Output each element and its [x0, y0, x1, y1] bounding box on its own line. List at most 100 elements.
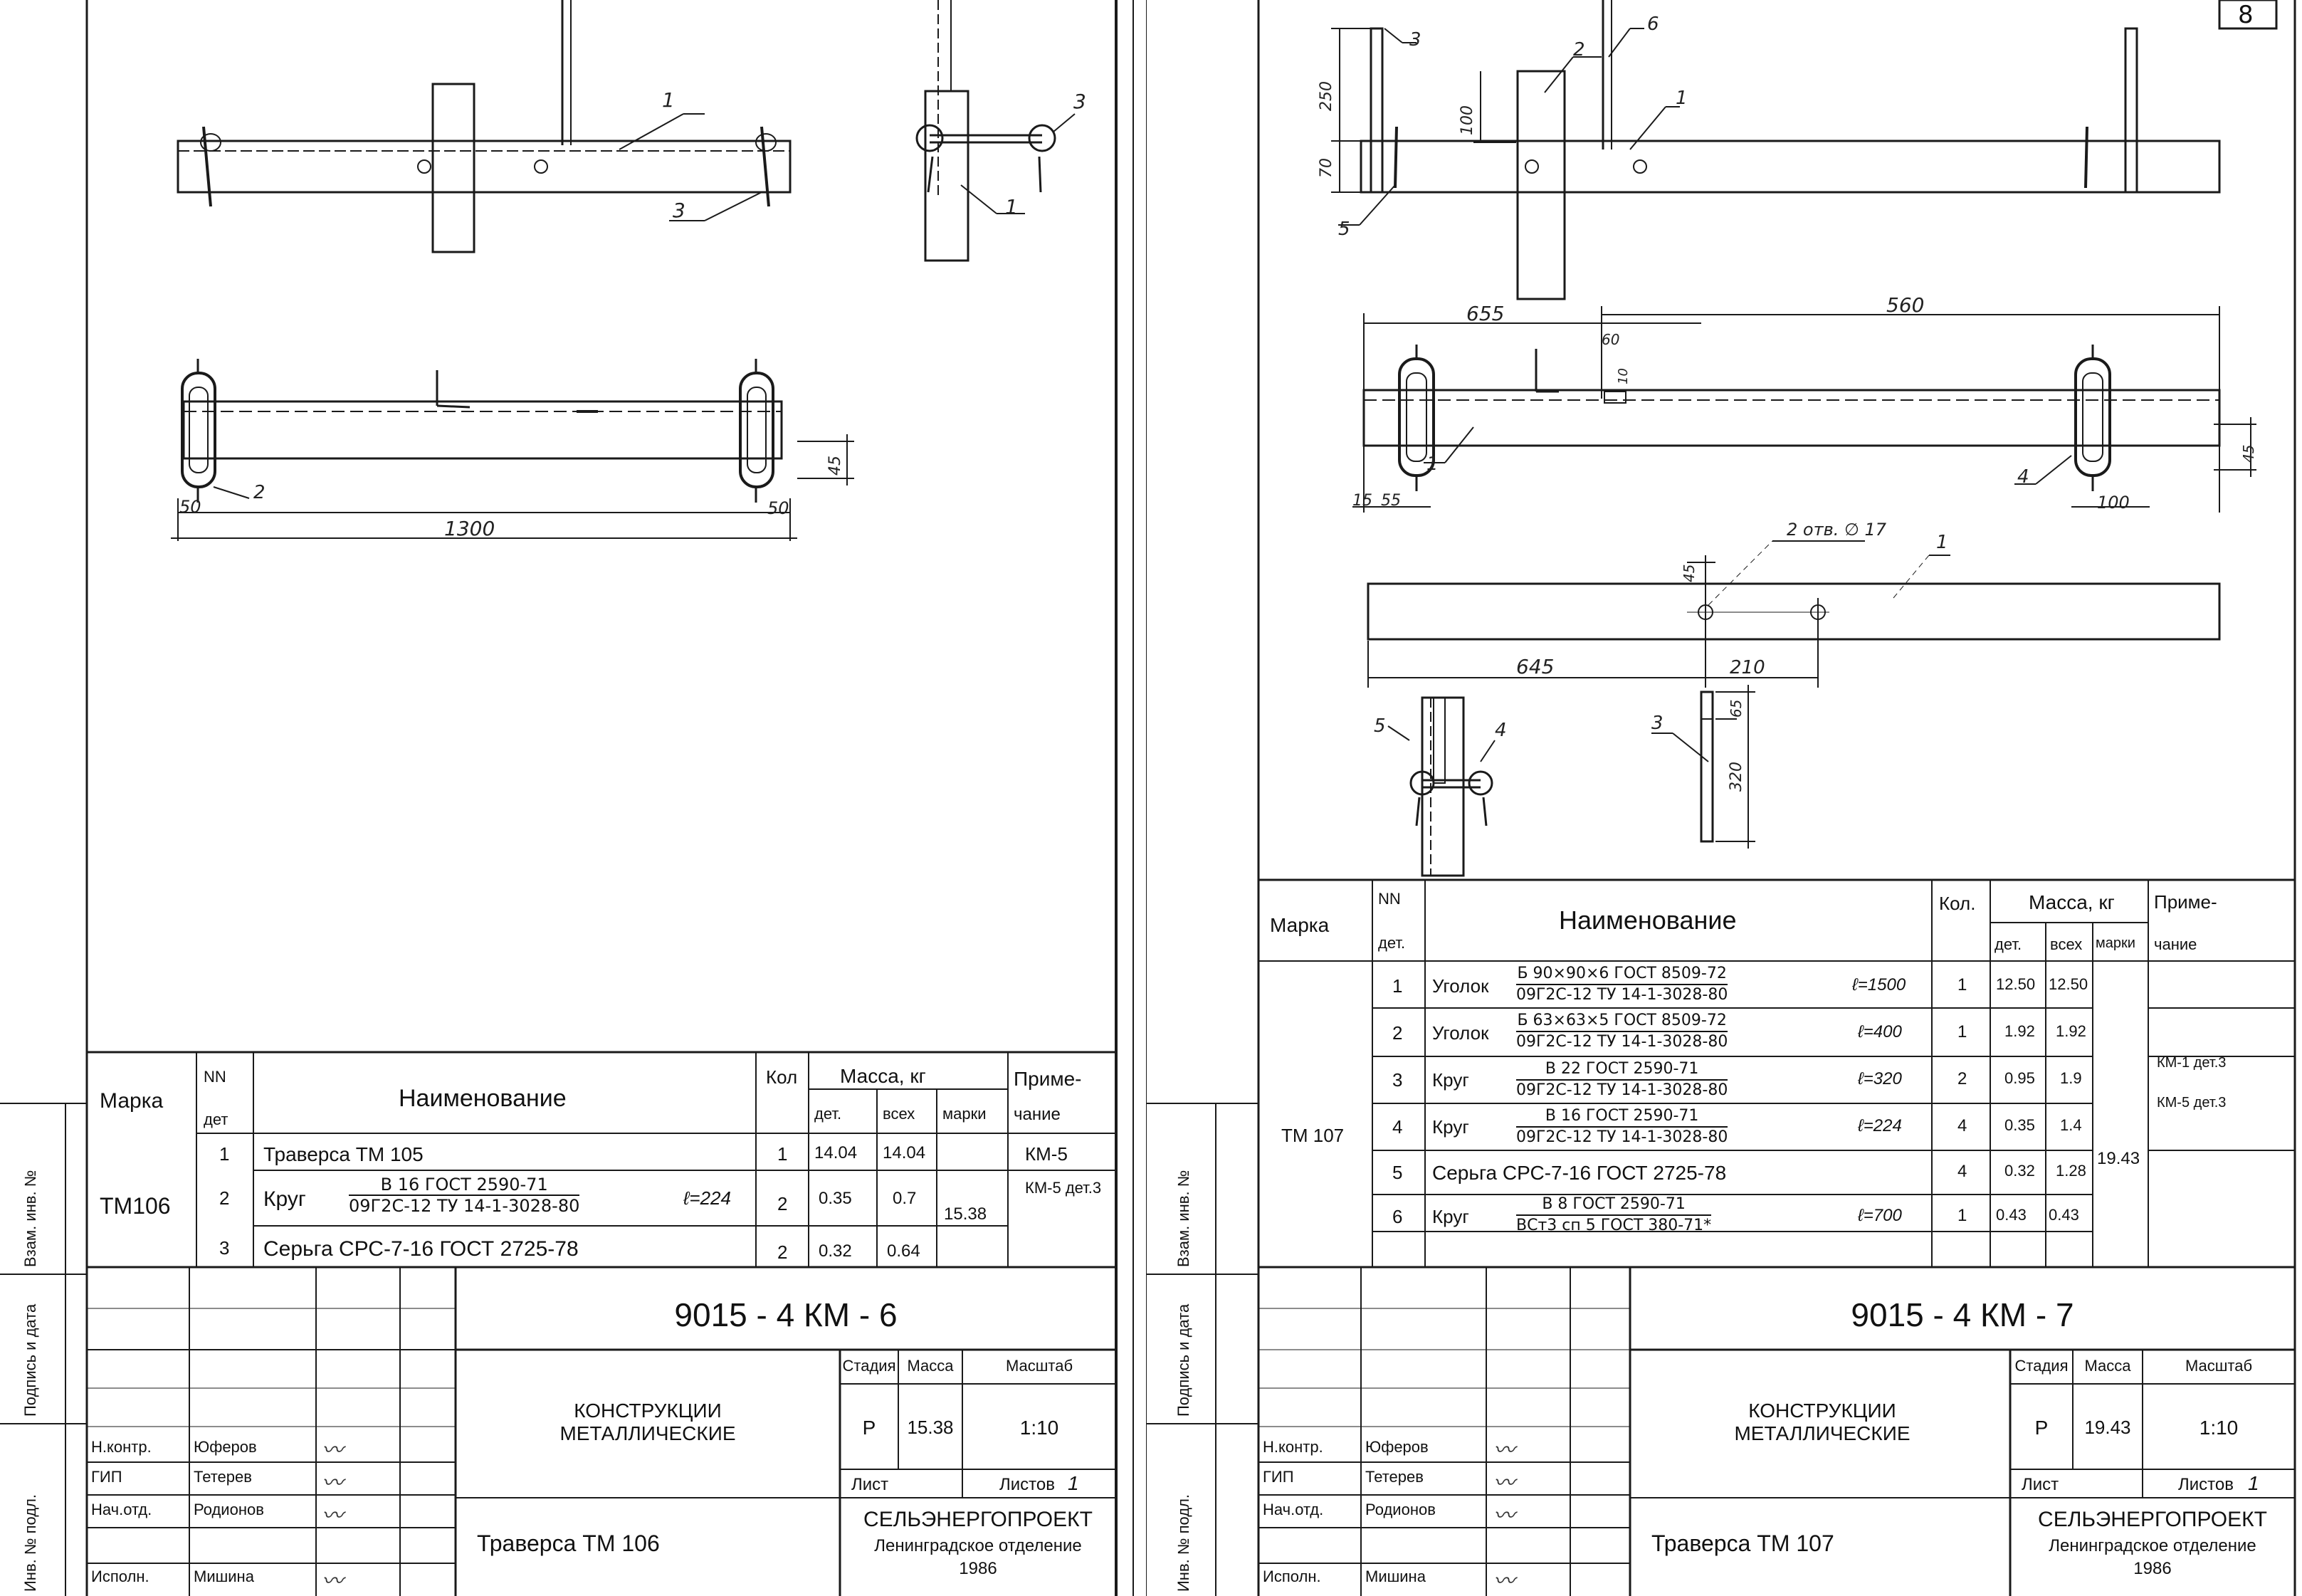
traverse-top-view	[177, 0, 792, 253]
r-mass-label: Масса	[2084, 1357, 2131, 1375]
signature-ispoln: 〰	[322, 1569, 343, 1594]
r-callout-2: 2	[1573, 39, 1585, 61]
r-row2-mass-det: 1.92	[2004, 1022, 2035, 1040]
spec-table-km7-grid	[1258, 878, 2295, 1269]
callout-2: 2	[253, 482, 266, 503]
row2-qty: 2	[777, 1193, 788, 1214]
r-role-ispoln: Исполн.	[1263, 1568, 1321, 1585]
callout-3a: 3	[673, 199, 685, 222]
r-dim-250: 250	[1318, 81, 1335, 111]
traverse-side-view	[915, 0, 1076, 262]
r-row1-frac-top: Б 90×90×6 ГОСТ 8509-72	[1516, 964, 1728, 985]
role-gip: ГИП	[91, 1468, 122, 1486]
org-name: СЕЛЬЭНЕРГОПРОЕКТ	[863, 1508, 1093, 1531]
spec-mark: ТМ106	[100, 1193, 171, 1219]
r-mass-value: 19.43	[2084, 1417, 2131, 1438]
r-row3-note: КМ-1 дет.3	[2157, 1055, 2227, 1071]
row1-qty: 1	[777, 1143, 788, 1165]
r-callout-6: 6	[1647, 14, 1659, 35]
dim-1300: 1300	[444, 517, 495, 540]
r-callout-1a: 1	[1676, 88, 1688, 109]
r-callout-5b: 5	[1374, 715, 1386, 737]
r-row6-len: ℓ=700	[1858, 1206, 1902, 1225]
r-callout-3a: 3	[1409, 29, 1421, 51]
r-sheets-value: 1	[2248, 1472, 2259, 1494]
r-scale-value: 1:10	[2199, 1417, 2239, 1439]
dim-50b: 50	[767, 498, 789, 518]
r-spec-header-mass: Масса, кг	[2029, 891, 2115, 913]
role-nachotd: Нач.отд.	[91, 1501, 152, 1518]
r-row3-mass-det: 0.95	[2004, 1069, 2035, 1087]
r-row3-n: 3	[1392, 1069, 1403, 1091]
r-side-label-sign: Подпись и дата	[1174, 1303, 1192, 1417]
r-spec-header-qty: Кол.	[1939, 893, 1976, 914]
r-spec-header-name: Наименование	[1559, 905, 1737, 935]
bar-detail-view	[1651, 685, 1755, 849]
r-person-ispoln: Мишина	[1365, 1568, 1426, 1585]
row3-mass-all: 0.64	[887, 1241, 920, 1261]
side-label-vzam: Взам. инв. №	[21, 1170, 39, 1267]
r-row2-n: 2	[1392, 1022, 1403, 1044]
signature-nkontr: 〰	[322, 1438, 343, 1463]
org-title: КОНСТРУКЦИИ МЕТАЛЛИЧЕСКИЕ	[559, 1400, 736, 1444]
page-number: 8	[2238, 1, 2254, 29]
r-holes-note: 2 отв. ∅ 17	[1787, 520, 1887, 540]
scale-label: Масштаб	[1005, 1357, 1073, 1375]
drawing-km6-graphics: 1 3 3 1	[0, 0, 1134, 1596]
r-org-title: КОНСТРУКЦИИ МЕТАЛЛИЧЕСКИЕ	[1734, 1400, 1911, 1444]
r-signature-nachotd: 〰	[1493, 1503, 1515, 1528]
row2-note: КМ-5 дет.3	[1025, 1179, 1102, 1197]
r-row4-qty: 4	[1957, 1116, 1967, 1135]
spec-header-nn: NN	[204, 1068, 226, 1086]
r-callout-4a: 4	[2017, 466, 2029, 488]
spec-header-note: Приме-	[1014, 1068, 1082, 1090]
row2-n: 2	[219, 1187, 230, 1209]
r-dim-320: 320	[1728, 762, 1745, 792]
side-label-sign: Подпись и дата	[21, 1303, 39, 1417]
r-side-label-vzam: Взам. инв. №	[1174, 1170, 1192, 1267]
r-person-nkontr: Юферов	[1365, 1438, 1429, 1456]
r-row5-n: 5	[1392, 1162, 1403, 1183]
row1-note: КМ-5	[1025, 1143, 1068, 1165]
row1-name: Траверса ТМ 105	[263, 1143, 424, 1165]
r-sheet-label: Лист	[2022, 1475, 2059, 1494]
drawing-sheet-km7: 8	[1146, 0, 2302, 1596]
stage-label: Стадия	[842, 1357, 896, 1375]
r-dim-645: 645	[1516, 655, 1554, 678]
spec-header-mass-det: дет.	[814, 1105, 842, 1123]
spec-header-det: дет	[204, 1111, 228, 1128]
r-spec-header-note: Приме-	[2154, 891, 2217, 913]
r-dim-210: 210	[1730, 657, 1765, 678]
role-ispoln: Исполн.	[91, 1568, 149, 1585]
r-side-label-inv: Инв. № подл.	[1174, 1493, 1192, 1592]
r-row4-n: 4	[1392, 1116, 1403, 1138]
r-row4-frac-bot: 09Г2С-12 ТУ 14-1-3028-80	[1516, 1128, 1728, 1146]
sheet-label: Лист	[851, 1475, 889, 1494]
row2-len: ℓ=224	[683, 1187, 731, 1209]
scale-value: 1:10	[1019, 1417, 1059, 1439]
r-row2-frac-top: Б 63×63×5 ГОСТ 8509-72	[1516, 1011, 1728, 1032]
callout-1b: 1	[1005, 195, 1018, 219]
r-role-nkontr: Н.контр.	[1263, 1438, 1323, 1456]
r-row1-frac-bot: 09Г2С-12 ТУ 14-1-3028-80	[1516, 986, 1728, 1004]
r-row3-frac-bot: 09Г2С-12 ТУ 14-1-3028-80	[1516, 1081, 1728, 1099]
person-nachotd: Родионов	[194, 1501, 264, 1518]
drawing-code: 9015 - 4 КМ - 6	[674, 1296, 898, 1333]
row1-mass-all: 14.04	[883, 1143, 926, 1162]
r-spec-mark-mass: 19.43	[2097, 1149, 2140, 1168]
r-spec-header-det: дет.	[1378, 934, 1406, 952]
r-row4-mass-all: 1.4	[2060, 1116, 2082, 1134]
row2-frac-top: В 16 ГОСТ 2590-71	[349, 1175, 580, 1196]
r-row3-qty: 2	[1957, 1069, 1967, 1088]
stage-value: Р	[862, 1417, 876, 1439]
r-stage-label: Стадия	[2014, 1357, 2069, 1375]
spec-header-mark: Марка	[100, 1089, 164, 1113]
r-spec-header-mass-mark: марки	[2096, 935, 2135, 951]
signature-nachotd: 〰	[322, 1503, 343, 1528]
r-row4-len: ℓ=224	[1858, 1116, 1902, 1135]
spec-mark-mass: 15.38	[944, 1204, 987, 1224]
r-row5-mass-det: 0.32	[2004, 1162, 2035, 1180]
